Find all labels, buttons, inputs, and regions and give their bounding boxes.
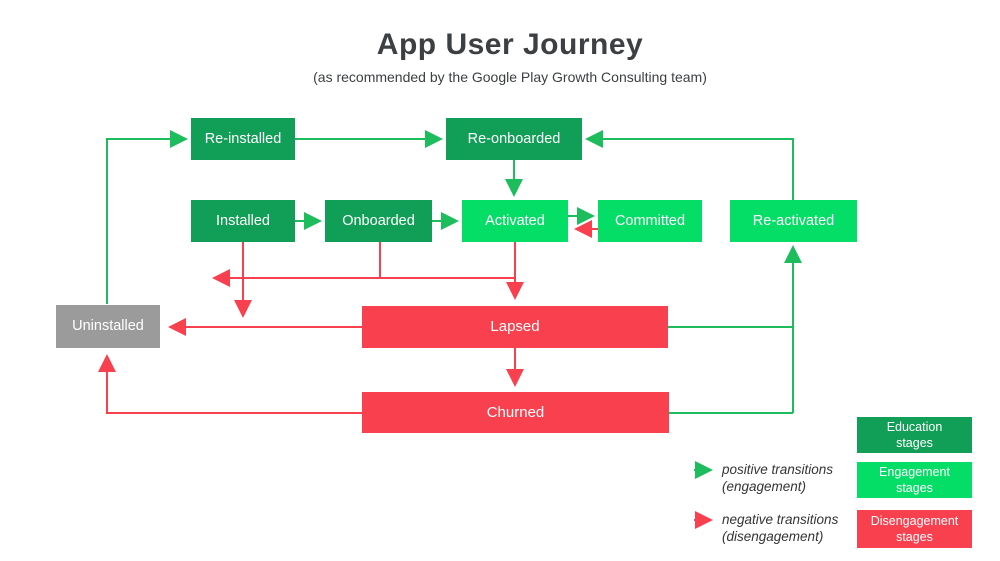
- page-title: App User Journey: [376, 28, 644, 61]
- node-activated: Activated: [462, 200, 568, 242]
- negative-transitions-legend: negative transitions (disengagement): [722, 511, 838, 545]
- node-churned: Churned: [362, 392, 669, 433]
- node-uninstalled: Uninstalled: [56, 305, 160, 348]
- legend-engagement-stages: Engagement stages: [857, 462, 972, 498]
- positive-transitions-sublabel: (engagement): [722, 479, 807, 494]
- negative-transitions-sublabel: (disengagement): [722, 529, 824, 544]
- page-subtitle: (as recommended by the Google Play Growt…: [313, 69, 707, 85]
- edge-reactivated-to-reonboarded: [585, 130, 794, 200]
- edge-uninstalled-to-reinstalled: [106, 130, 188, 304]
- legend-disengagement-line2: stages: [896, 530, 933, 544]
- positive-transitions-legend: positive transitions (engagement): [722, 461, 833, 495]
- node-lapsed: Lapsed: [362, 306, 668, 348]
- legend-disengagement-stages: Disengagement stages: [857, 510, 972, 548]
- negative-transitions-label: negative transitions: [722, 512, 839, 527]
- edge-churned-to-uninstalled: [98, 354, 362, 414]
- legend-engagement-line2: stages: [896, 481, 933, 495]
- legend-engagement-line1: Engagement: [879, 464, 950, 479]
- node-committed: Committed: [598, 200, 702, 242]
- node-re-installed: Re-installed: [191, 118, 295, 160]
- node-installed: Installed: [191, 200, 295, 242]
- diagram-header: App User Journey (as recommended by the …: [260, 28, 760, 85]
- legend-education-line1: Education: [886, 419, 943, 434]
- node-re-onboarded: Re-onboarded: [446, 118, 582, 160]
- legend-education-line2: stages: [896, 436, 933, 450]
- legend-education-stages: Education stages: [857, 417, 972, 453]
- node-re-activated: Re-activated: [730, 200, 857, 242]
- positive-transitions-label: positive transitions: [722, 462, 834, 477]
- node-onboarded: Onboarded: [325, 200, 432, 242]
- legend-disengagement-line1: Disengagement: [870, 513, 959, 528]
